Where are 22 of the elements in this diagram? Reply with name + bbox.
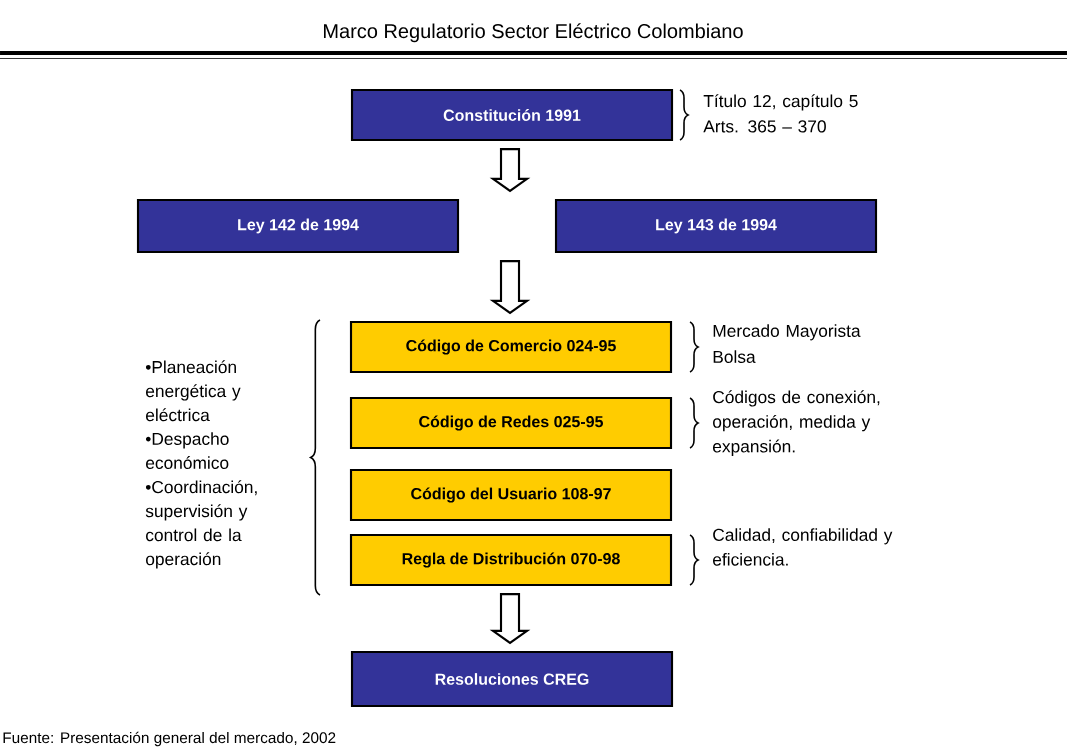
process-box: Regla de Distribución 070-98: [349, 533, 673, 587]
block-arrow: [489, 148, 531, 193]
side-note: Mercado Mayorista: [713, 324, 861, 341]
process-box: Código de Redes 025-95: [349, 396, 673, 450]
side-note: Calidad, confiabilidad y eficiencia.: [713, 528, 893, 566]
bullet-note: •Despacho económico: [145, 432, 229, 469]
side-note: Códigos de conexión, operación, medida y expansión.: [713, 390, 880, 456]
side-note: Arts. 365 – 370: [703, 120, 826, 133]
title: Marco Regulatorio Sector Eléctrico Colombiano: [324, 23, 743, 43]
side-note: Bolsa: [713, 350, 756, 363]
side-note: Título 12, capítulo 5: [703, 94, 858, 111]
process-box: Constitución 1991: [350, 88, 674, 142]
bullet-note: •Coordinación, supervisión y control de la operación: [145, 480, 257, 569]
process-box: Código del Usuario 108-97: [349, 468, 673, 522]
bullet-note: •Planeación energética y eléctrica: [145, 360, 241, 422]
caption: Fuente: Presentación general del mercado, 2002: [3, 731, 336, 747]
block-arrow: [489, 260, 531, 315]
block-arrow: [489, 593, 531, 645]
process-box: Código de Comercio 024-95: [349, 320, 673, 374]
process-box: Resoluciones CREG: [350, 650, 674, 708]
process-box: Ley 142 de 1994: [136, 198, 460, 254]
process-box: Ley 143 de 1994: [554, 198, 878, 254]
